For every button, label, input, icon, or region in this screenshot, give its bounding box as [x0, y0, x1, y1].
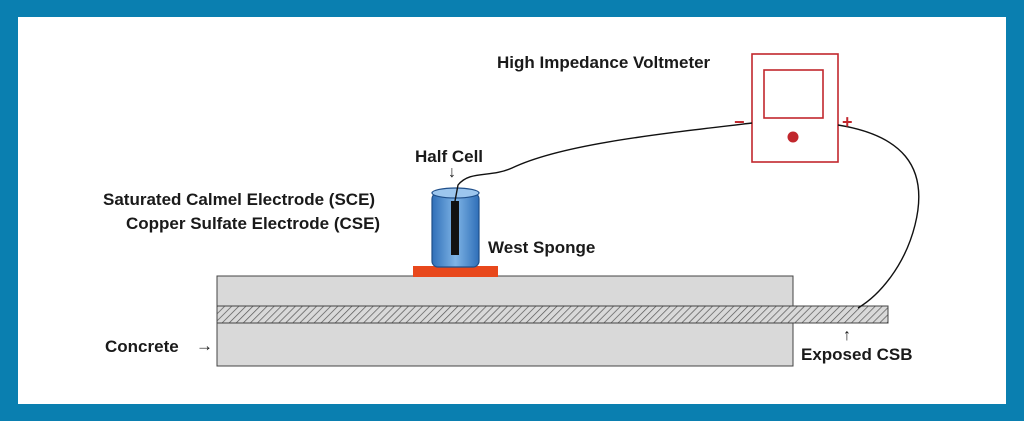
half-cell [431, 187, 480, 268]
plus-sign: + [842, 112, 853, 132]
exposed-csb-label: Exposed CSB [801, 345, 913, 364]
rebar-bar [216, 305, 889, 324]
minus-sign: − [734, 112, 745, 132]
arrow-right-icon: → [196, 336, 213, 355]
concrete-label: Concrete [105, 337, 179, 356]
electrode-rod [451, 201, 459, 255]
electrode-label-sce: Saturated Calmel Electrode (SCE) [103, 190, 376, 209]
voltmeter-knob [787, 131, 799, 143]
half-cell-label: Half Cell [415, 147, 484, 166]
sponge [413, 266, 498, 277]
positive-wire [837, 124, 920, 309]
sponge-label: West Sponge [488, 238, 596, 257]
arrow-up-icon: ↑ [843, 327, 851, 344]
voltmeter-label: High Impedance Voltmeter [497, 53, 711, 72]
voltmeter [751, 53, 839, 163]
negative-wire [454, 122, 753, 202]
arrow-down-icon: ↓ [448, 164, 456, 181]
electrode-label-cse: Copper Sulfate Electrode (CSE) [126, 214, 381, 233]
voltmeter-screen [763, 69, 824, 119]
